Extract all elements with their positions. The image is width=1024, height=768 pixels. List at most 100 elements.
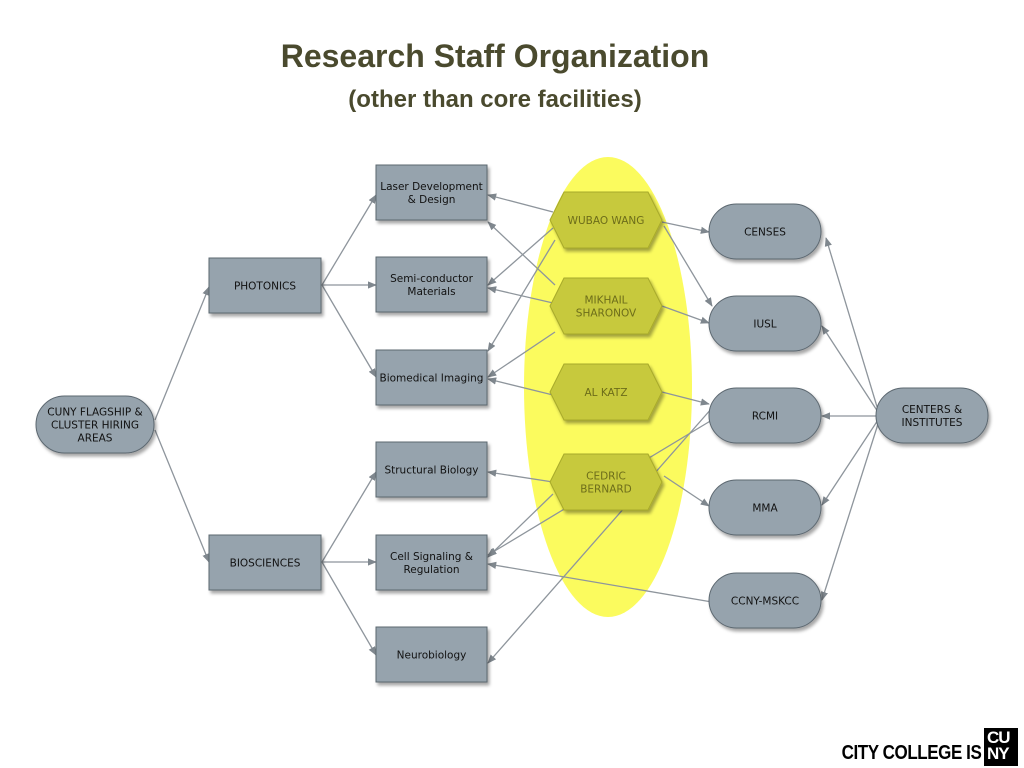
node-rcmi-label-0: RCMI xyxy=(752,411,778,423)
node-mma-shape xyxy=(708,479,822,536)
edge-17 xyxy=(661,221,710,234)
node-centers-shape xyxy=(875,387,989,444)
edge-28 xyxy=(821,419,879,506)
edge-9 xyxy=(487,227,554,286)
node-laser-shape xyxy=(375,164,488,221)
node-bernard-label-1: BERNARD xyxy=(580,484,632,496)
edge-2 xyxy=(321,194,377,286)
page-title: Research Staff Organization xyxy=(280,38,710,74)
node-neuro: Neurobiology xyxy=(375,626,488,683)
node-laser-label-1: & Design xyxy=(408,194,456,206)
node-cell-label-0: Cell Signaling & xyxy=(390,551,473,563)
node-katz-shape xyxy=(549,363,663,421)
node-cell-label-1: Regulation xyxy=(403,564,459,576)
node-biosciences: BIOSCIENCES xyxy=(208,534,322,591)
edge-25 xyxy=(824,237,879,411)
node-iusl-shape xyxy=(708,295,822,352)
node-sharonov-label-1: SHARONOV xyxy=(576,308,637,320)
node-struct: Structural Biology xyxy=(375,441,488,498)
cuny-logo: CU NY xyxy=(984,728,1018,766)
logo-line-1: CU xyxy=(987,728,1011,747)
node-censes-shape xyxy=(708,203,822,260)
node-ccny-shape xyxy=(708,572,822,629)
node-bioimg-label-0: Biomedical Imaging xyxy=(380,373,484,385)
node-photonics-label-0: PHOTONICS xyxy=(234,281,296,293)
node-ccny-label-0: CCNY-MSKCC xyxy=(731,596,799,608)
node-katz: AL KATZ xyxy=(549,363,663,421)
edge-4 xyxy=(321,284,377,378)
node-censes: CENSES xyxy=(708,203,822,260)
node-wang-shape xyxy=(549,191,663,249)
node-cell-shape xyxy=(375,534,488,591)
node-root-label-2: AREAS xyxy=(78,433,113,445)
node-iusl: IUSL xyxy=(708,295,822,352)
node-semi-label-1: Materials xyxy=(407,286,455,298)
logo-line-2: NY xyxy=(987,744,1010,763)
node-centers-label-0: CENTERS & xyxy=(902,404,962,416)
footer-text: CITY COLLEGE IS xyxy=(841,742,981,764)
node-neuro-shape xyxy=(375,626,488,683)
node-root-label-0: CUNY FLAGSHIP & xyxy=(47,407,142,419)
edge-7 xyxy=(321,561,377,656)
page-subtitle: (other than core facilities) xyxy=(348,86,642,113)
node-bioimg-shape xyxy=(375,349,488,406)
node-centers: CENTERS &INSTITUTES xyxy=(875,387,989,444)
edge-16 xyxy=(487,493,554,558)
node-ccny: CCNY-MSKCC xyxy=(708,572,822,629)
edge-24 xyxy=(487,561,713,603)
node-bioimg: Biomedical Imaging xyxy=(375,349,488,406)
node-bernard-shape xyxy=(549,453,663,511)
edge-29 xyxy=(821,423,879,601)
node-cell: Cell Signaling &Regulation xyxy=(375,534,488,591)
node-sharonov-label-0: MIKHAIL xyxy=(584,295,627,307)
node-centers-label-1: INSTITUTES xyxy=(902,417,963,429)
edge-19 xyxy=(661,305,710,324)
node-rcmi: RCMI xyxy=(708,387,822,444)
node-biosciences-shape xyxy=(208,534,322,591)
edge-20 xyxy=(661,391,710,406)
edge-14 xyxy=(487,377,554,396)
footer-logo: CITY COLLEGE IS CU NY xyxy=(817,728,1018,766)
edge-13 xyxy=(487,331,556,378)
node-neuro-label-0: Neurobiology xyxy=(397,650,467,662)
node-struct-shape xyxy=(375,441,488,498)
node-struct-label-0: Structural Biology xyxy=(384,465,478,477)
node-katz-label-0: AL KATZ xyxy=(584,387,627,399)
edge-8 xyxy=(487,193,554,213)
node-semi-label-0: Semi-conductor xyxy=(390,273,474,285)
edge-5 xyxy=(321,471,377,563)
edge-1 xyxy=(154,429,210,563)
node-wang-label-0: WUBAO WANG xyxy=(568,215,645,227)
node-photonics-shape xyxy=(208,257,322,314)
node-photonics: PHOTONICS xyxy=(208,257,322,314)
node-sharonov-shape xyxy=(549,277,663,335)
edge-15 xyxy=(487,469,554,483)
node-laser: Laser Development& Design xyxy=(375,164,488,221)
node-root-label-1: CLUSTER HIRING xyxy=(51,420,139,432)
node-iusl-label-0: IUSL xyxy=(753,319,776,331)
node-root-shape xyxy=(35,395,155,454)
node-mma-label-0: MMA xyxy=(752,503,778,515)
node-semi-shape xyxy=(375,256,488,313)
node-bernard-label-0: CEDRIC xyxy=(586,471,626,483)
node-biosciences-label-0: BIOSCIENCES xyxy=(230,558,301,570)
edge-0 xyxy=(154,286,210,421)
edge-21 xyxy=(663,475,710,507)
node-wang: WUBAO WANG xyxy=(549,191,663,249)
node-mma: MMA xyxy=(708,479,822,536)
edge-12 xyxy=(487,286,554,304)
connector-lines xyxy=(154,193,879,664)
node-rcmi-shape xyxy=(708,387,822,444)
edge-18 xyxy=(663,225,713,307)
edge-26 xyxy=(821,325,879,413)
edge-22 xyxy=(487,407,713,664)
node-censes-label-0: CENSES xyxy=(744,227,786,239)
edge-11 xyxy=(487,221,556,286)
node-laser-label-0: Laser Development xyxy=(380,181,483,193)
